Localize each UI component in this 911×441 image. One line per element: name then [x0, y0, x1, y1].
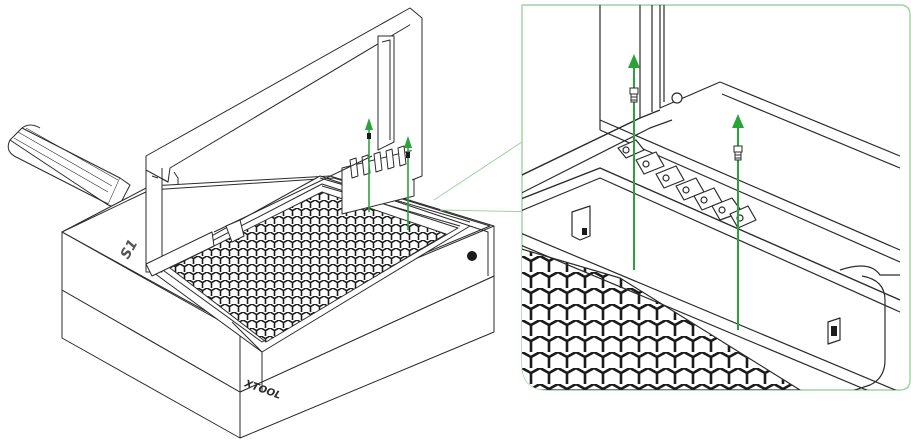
screw-icon	[367, 133, 371, 139]
screw-icon	[406, 152, 410, 158]
zoom-callout	[521, 4, 911, 391]
screw-icon	[629, 87, 639, 103]
zoom-honeycomb	[522, 247, 801, 390]
zoom-arrow-right-head	[732, 114, 744, 128]
main-screws	[367, 133, 410, 158]
machine-lid	[145, 7, 423, 277]
zoom-arrow-left-head	[628, 54, 640, 68]
main-arrow-left-head	[365, 118, 373, 130]
drag-chain	[617, 139, 757, 229]
honeycomb-bed	[169, 191, 447, 343]
main-arrow-right-head	[404, 136, 412, 148]
screw-icon	[733, 145, 743, 161]
main-arrows	[365, 118, 412, 230]
zoom-screws	[629, 87, 743, 161]
laser-machine: S1 XTOOL	[7, 7, 495, 439]
power-button-icon	[467, 251, 477, 261]
gantry-rail	[319, 145, 471, 227]
exhaust-hose	[7, 124, 131, 209]
